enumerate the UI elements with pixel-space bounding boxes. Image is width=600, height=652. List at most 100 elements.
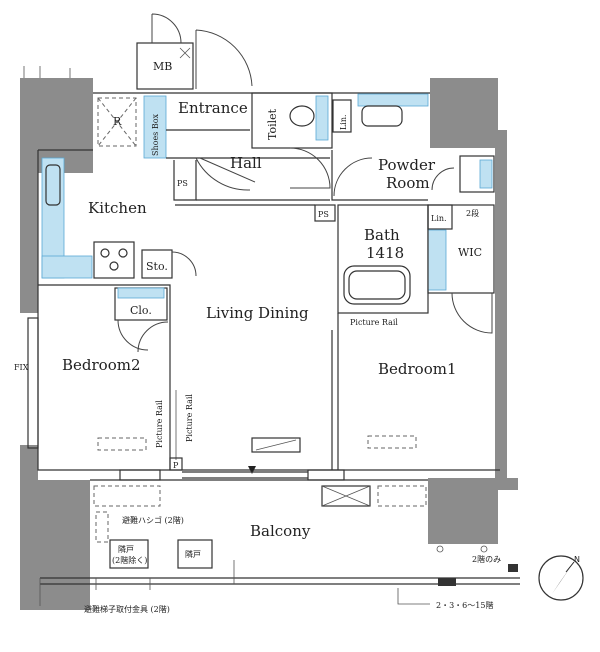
bedroom2-window <box>27 317 39 449</box>
sto-door <box>171 251 197 277</box>
bath-label: Bath <box>364 226 400 244</box>
fridge-space <box>97 97 137 147</box>
mb-vent-mark <box>179 47 191 59</box>
drain-1 <box>436 545 444 553</box>
railing-posts <box>39 560 235 606</box>
kitchen-label: Kitchen <box>88 199 147 217</box>
floors-note-leader <box>397 588 430 605</box>
top-left-marks <box>23 66 71 78</box>
bathtub <box>343 265 411 305</box>
living-dining-label: Living Dining <box>206 304 309 322</box>
living-ac <box>251 437 301 453</box>
washer-space <box>459 155 495 193</box>
picture-rail-left: Picture Rail <box>155 400 164 448</box>
fix-label: FIX <box>14 363 29 372</box>
balcony-label: Balcony <box>250 522 311 540</box>
fridge-cross <box>97 97 137 147</box>
p-mark: P <box>173 461 179 470</box>
picture-rail-bath: Picture Rail <box>350 318 398 327</box>
entrance-label: Entrance <box>178 99 248 117</box>
kitchen-sink <box>45 164 61 206</box>
ps2-box <box>314 204 336 222</box>
burner-3 <box>109 261 119 271</box>
r-mark: R <box>113 115 122 128</box>
toilet-bowl <box>289 105 315 127</box>
partition-a <box>109 539 149 569</box>
wall-left-strip <box>20 173 38 313</box>
washbasin-bowl <box>361 105 403 127</box>
living-ac-mark <box>255 439 297 451</box>
lin-top-label: Lin. <box>339 114 348 130</box>
balcony-outdoor-unit-2 <box>377 485 427 507</box>
powder-label-2: Room <box>386 174 430 192</box>
ps1-label: PS <box>177 179 188 188</box>
unit-a-label-2: (2階除く) <box>112 555 147 565</box>
living-window <box>182 471 308 479</box>
mb-closet <box>136 42 194 90</box>
unit-b-label: 隣戸 <box>185 549 201 559</box>
powder-room-wall <box>331 150 428 201</box>
hall-door <box>195 157 256 191</box>
ps2-label: PS <box>318 210 329 219</box>
ladder-mount-label: 避難梯子取付金具 (2階) <box>84 604 170 614</box>
burner-2 <box>118 248 128 258</box>
balcony-hatch-cross <box>321 485 371 507</box>
escape-ladder-label: 避難ハシゴ (2階) <box>122 515 184 525</box>
cooktop <box>93 241 135 279</box>
bedroom2-wall <box>38 284 171 470</box>
clo-shelf <box>117 287 165 299</box>
floor2-only-label: 2階のみ <box>472 554 501 564</box>
wic-room <box>427 204 495 294</box>
partition-b <box>177 539 213 569</box>
hall-label: Hall <box>230 154 262 172</box>
bedroom2-label: Bedroom2 <box>62 356 141 374</box>
svg-text:N: N <box>574 555 580 564</box>
living-marker <box>248 466 256 474</box>
washer-door <box>431 167 455 191</box>
unit-a-label-1: 隣戸 <box>118 544 134 554</box>
bedroom2-door <box>137 321 169 353</box>
lin-wic-label: Lin. <box>431 214 447 223</box>
sash-bedroom2 <box>119 469 161 481</box>
p-box <box>169 457 183 471</box>
washbasin-counter <box>357 93 429 107</box>
floors-note-label: 2・3・6〜15階 <box>436 600 493 610</box>
mb-door <box>151 13 182 44</box>
toilet-tank <box>315 95 329 141</box>
lin-top-closet <box>332 99 352 133</box>
shoes-box-label: Shoes Box <box>151 113 160 156</box>
bath-size: 1418 <box>366 244 404 262</box>
drain-2 <box>480 545 488 553</box>
picture-rail-mid: Picture Rail <box>185 394 194 442</box>
clo-door <box>117 319 149 351</box>
bathtub-inner <box>348 270 406 300</box>
balcony-outdoor-unit-1 <box>93 485 161 507</box>
column-bottom-left <box>20 480 90 610</box>
powder-door <box>333 157 373 197</box>
wall-left-lower <box>20 445 38 480</box>
wic-label: WIC <box>458 246 482 259</box>
toilet-door <box>289 147 331 189</box>
kitchen-counter-bottom <box>41 255 93 279</box>
floor2-label: 2段 <box>466 208 479 218</box>
wic-door <box>451 292 493 334</box>
bedroom2-ac <box>97 437 147 451</box>
north-arrow-icon: N <box>538 555 584 601</box>
column-bottom-right <box>428 478 498 544</box>
toilet-label: Toilet <box>266 108 279 140</box>
floor2-only-mark <box>508 564 518 572</box>
mb-label: MB <box>153 60 172 73</box>
wall-right-bottom <box>498 478 518 490</box>
ps1-box <box>173 160 197 201</box>
wall-right-strip <box>495 130 507 480</box>
sash-living <box>307 469 345 481</box>
main-outline <box>37 150 500 471</box>
balcony-hatch <box>321 485 371 507</box>
column-top-right <box>430 78 498 148</box>
burner-1 <box>100 248 110 258</box>
bedroom1-ac <box>367 435 417 449</box>
washer-drain <box>479 159 493 189</box>
wic-shelf <box>427 229 447 291</box>
entrance-door <box>195 29 253 89</box>
